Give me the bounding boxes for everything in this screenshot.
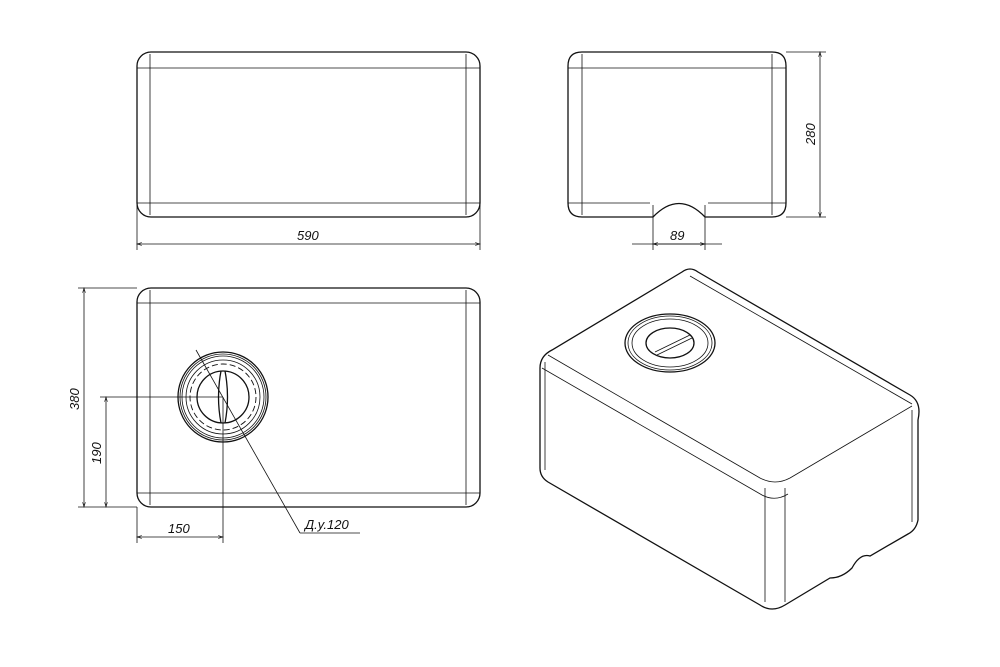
diameter-leader: Д.у.120 — [195, 349, 360, 534]
isometric-view — [539, 268, 920, 610]
top-view — [136, 287, 481, 508]
side-view — [567, 51, 787, 218]
dimension-height: 280 — [786, 50, 826, 219]
dimension-label-height: 280 — [803, 123, 818, 146]
dimension-label-notch: 89 — [670, 228, 684, 243]
dimension-label-hole-x: 150 — [168, 521, 190, 536]
dimension-hole-x: 150 — [135, 397, 225, 543]
dimension-label-hole-y: 190 — [89, 442, 104, 464]
dimension-length: 590 — [135, 205, 482, 250]
dimension-hole-y: 190 — [89, 395, 223, 509]
dimension-label-diameter: Д.у.120 — [303, 517, 349, 532]
dimension-label-length: 590 — [297, 228, 319, 243]
dimension-width: 380 — [67, 286, 137, 509]
dimension-notch: 89 — [632, 205, 722, 250]
dimension-label-width: 380 — [67, 388, 82, 410]
front-view — [136, 51, 481, 218]
